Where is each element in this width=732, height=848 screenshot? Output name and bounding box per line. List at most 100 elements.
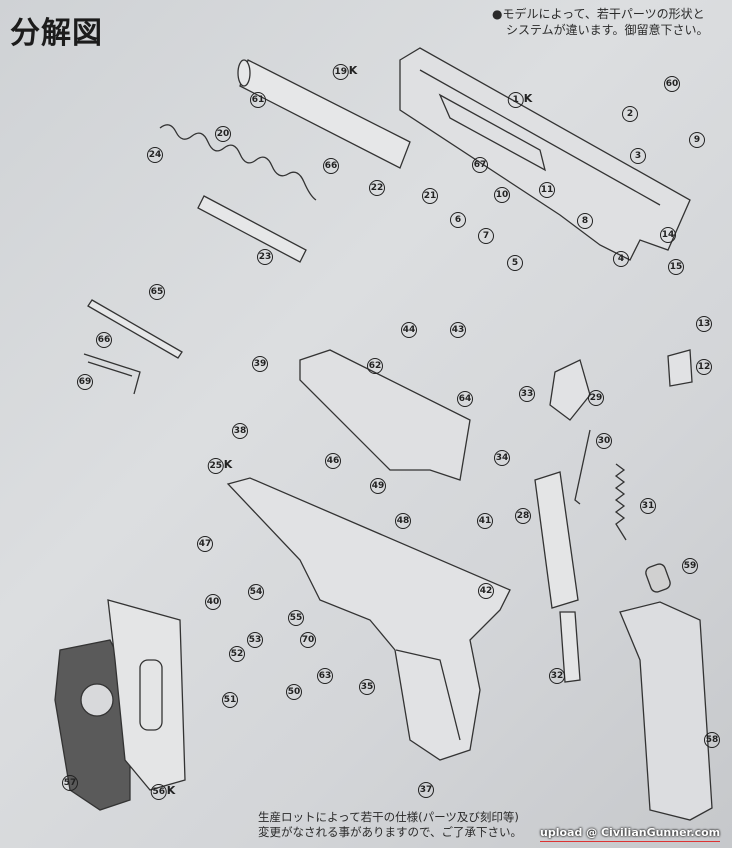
part-suffix: K <box>166 784 176 797</box>
part-number: 39 <box>252 356 268 372</box>
part-number: 56 <box>150 784 167 800</box>
part-callout-33: 33 <box>519 386 535 402</box>
part-number: 14 <box>660 227 676 243</box>
part-callout-61: 61 <box>250 92 266 108</box>
part-number: 31 <box>640 498 656 514</box>
part-callout-9: 9 <box>689 132 705 148</box>
part-callout-15: 15 <box>668 259 684 275</box>
part-number: 25 <box>207 458 224 474</box>
footer-line: 生産ロットによって若干の仕様(パーツ及び刻印等) <box>258 810 519 824</box>
part-number: 1 <box>507 92 524 108</box>
part-number: 30 <box>596 433 612 449</box>
part-callout-54: 54 <box>248 584 264 600</box>
part-number: 40 <box>205 594 221 610</box>
part-callout-10: 10 <box>494 187 510 203</box>
hex-wrench <box>83 353 141 395</box>
part-callout-41: 41 <box>477 513 493 529</box>
part-callout-35: 35 <box>359 679 375 695</box>
part-number: 24 <box>147 147 163 163</box>
part-callout-40: 40 <box>205 594 221 610</box>
part-callout-29: 29 <box>588 390 604 406</box>
part-number: 23 <box>257 249 273 265</box>
diagram-title: 分解図 <box>10 16 103 51</box>
part-number: 37 <box>418 782 434 798</box>
part-number: 66 <box>96 332 112 348</box>
grip-window <box>139 659 163 731</box>
part-callout-69: 69 <box>77 374 93 390</box>
cartridge <box>645 563 671 593</box>
slide <box>399 47 691 261</box>
part-number: 64 <box>457 391 473 407</box>
part-number: 38 <box>232 423 248 439</box>
part-callout-58: 58 <box>704 732 720 748</box>
hammer <box>549 359 591 421</box>
part-callout-22: 22 <box>369 180 385 196</box>
part-suffix: K <box>523 92 533 105</box>
part-number: 60 <box>664 76 680 92</box>
part-number: 7 <box>478 228 494 244</box>
part-number: 20 <box>215 126 231 142</box>
barrel <box>237 59 411 169</box>
part-suffix: K <box>223 458 233 471</box>
part-callout-38: 38 <box>232 423 248 439</box>
part-callout-52: 52 <box>229 646 245 662</box>
part-number: 58 <box>704 732 720 748</box>
part-callout-57: 57 <box>62 775 78 791</box>
part-number: 44 <box>401 322 417 338</box>
part-number: 10 <box>494 187 510 203</box>
part-number: 13 <box>696 316 712 332</box>
part-number: 49 <box>370 478 386 494</box>
part-callout-50: 50 <box>286 684 302 700</box>
part-callout-20: 20 <box>215 126 231 142</box>
part-callout-59: 59 <box>682 558 698 574</box>
part-callout-55: 55 <box>288 610 304 626</box>
part-number: 11 <box>539 182 555 198</box>
part-callout-23: 23 <box>257 249 273 265</box>
part-callout-31: 31 <box>640 498 656 514</box>
part-callout-12: 12 <box>696 359 712 375</box>
part-callout-11: 11 <box>539 182 555 198</box>
part-number: 50 <box>286 684 302 700</box>
part-number: 48 <box>395 513 411 529</box>
part-number: 9 <box>689 132 705 148</box>
part-number: 69 <box>77 374 93 390</box>
watermark: upload @ CivilianGunner.com <box>540 826 721 842</box>
part-number: 52 <box>229 646 245 662</box>
grip-panel-right <box>107 599 186 791</box>
part-callout-46: 46 <box>325 453 341 469</box>
part-number: 33 <box>519 386 535 402</box>
part-callout-42: 42 <box>478 583 494 599</box>
part-number: 29 <box>588 390 604 406</box>
part-callout-48: 48 <box>395 513 411 529</box>
part-callout-62: 62 <box>367 358 383 374</box>
part-suffix: K <box>348 64 358 77</box>
recoil-spring <box>159 124 317 201</box>
part-callout-7: 7 <box>478 228 494 244</box>
part-number: 32 <box>549 668 565 684</box>
part-callout-49: 49 <box>370 478 386 494</box>
part-number: 4 <box>613 251 629 267</box>
part-callout-66: 66 <box>96 332 112 348</box>
part-callout-43: 43 <box>450 322 466 338</box>
part-callout-51: 51 <box>222 692 238 708</box>
part-callout-63: 63 <box>317 668 333 684</box>
trigger-bar <box>574 429 591 505</box>
part-callout-34: 34 <box>494 450 510 466</box>
magazine <box>619 601 713 821</box>
part-callout-47: 47 <box>197 536 213 552</box>
part-number: 5 <box>507 255 523 271</box>
note-line: ●モデルによって、若干パーツの形状と <box>492 7 705 21</box>
recoil-spring-guide <box>197 195 307 263</box>
part-number: 59 <box>682 558 698 574</box>
part-number: 21 <box>422 188 438 204</box>
ejector-block <box>667 349 693 387</box>
part-callout-24: 24 <box>147 147 163 163</box>
spring <box>614 463 627 541</box>
part-number: 61 <box>250 92 266 108</box>
note-line: システムが違います。御留意下さい。 <box>506 23 709 37</box>
part-number: 55 <box>288 610 304 626</box>
part-callout-67: 67 <box>472 157 488 173</box>
